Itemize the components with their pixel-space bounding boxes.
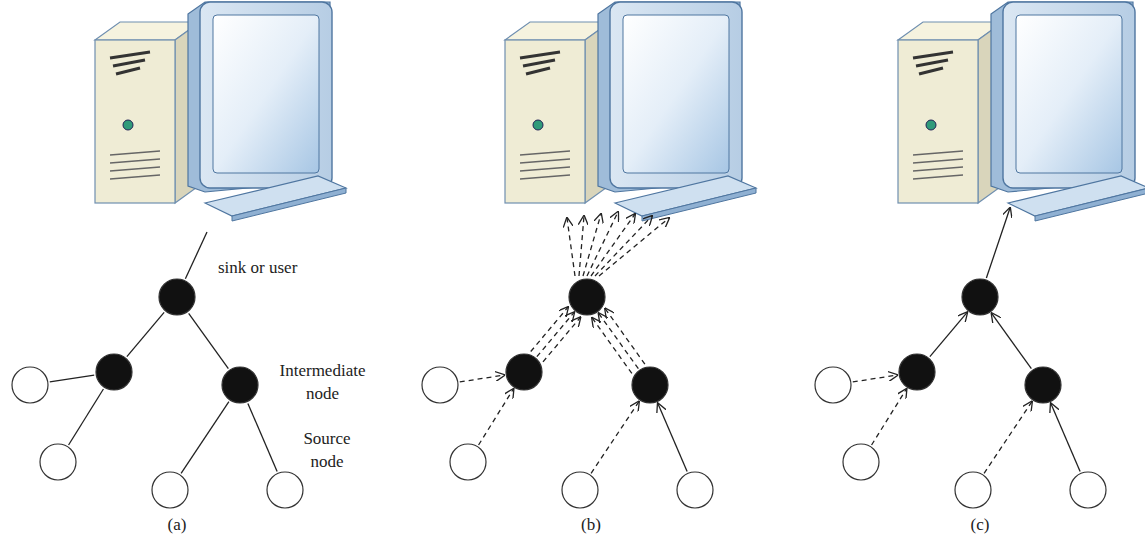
data-arrow: [599, 218, 669, 276]
data-arrow: [479, 389, 514, 445]
annotation-label: Intermediate node: [270, 360, 375, 406]
annotation-label: sink or user: [218, 257, 348, 280]
link-line: [50, 375, 94, 382]
source-node-circle: [843, 444, 879, 480]
data-arrow: [658, 403, 687, 471]
computer-sink: [505, 2, 756, 221]
source-node-circle: [1070, 472, 1106, 508]
data-arrow: [992, 313, 1032, 368]
data-arrow: [595, 216, 652, 276]
panel-a: [12, 2, 346, 508]
intermediate-node-circle: [159, 279, 195, 315]
source-node-circle: [12, 367, 48, 403]
data-arrow: [567, 218, 575, 276]
source-node-circle: [562, 472, 598, 508]
data-arrow: [537, 312, 574, 356]
annotation-label: Source node: [296, 428, 358, 474]
intermediate-node-circle: [899, 354, 935, 390]
data-arrow: [531, 307, 568, 351]
data-arrow: [460, 375, 504, 382]
data-arrow: [930, 312, 967, 356]
source-node-circle: [422, 367, 458, 403]
source-node-circle: [267, 472, 303, 508]
data-arrow: [605, 309, 645, 364]
computer-sink: [95, 2, 346, 221]
intermediate-node-circle: [962, 279, 998, 315]
intermediate-node-circle: [1025, 367, 1061, 403]
data-arrow: [1051, 403, 1080, 471]
panel-caption: (c): [955, 514, 1005, 537]
link-line: [185, 232, 207, 279]
panel-b: [422, 2, 756, 508]
source-node-circle: [450, 444, 486, 480]
computer-sink: [898, 2, 1145, 221]
data-arrow: [853, 375, 897, 382]
panel-caption: (a): [152, 514, 202, 537]
source-node-circle: [815, 367, 851, 403]
data-arrow: [872, 389, 907, 445]
intermediate-node-circle: [96, 354, 132, 390]
source-node-circle: [677, 472, 713, 508]
link-line: [189, 313, 229, 368]
data-arrow: [591, 214, 635, 276]
data-arrow: [599, 313, 639, 368]
panel-caption: (b): [566, 514, 616, 537]
intermediate-node-circle: [632, 367, 668, 403]
panel-c: [815, 2, 1145, 508]
link-line: [69, 389, 104, 445]
intermediate-node-circle: [506, 354, 542, 390]
source-node-circle: [152, 472, 188, 508]
data-arrow: [543, 317, 580, 361]
data-arrow: [984, 402, 1032, 474]
link-line: [127, 312, 164, 356]
data-arrow: [591, 402, 639, 474]
intermediate-node-circle: [569, 279, 605, 315]
data-arrow: [592, 318, 632, 373]
source-node-circle: [40, 444, 76, 480]
data-arrow: [986, 208, 1010, 278]
link-line: [248, 403, 277, 471]
link-line: [181, 402, 229, 474]
source-node-circle: [955, 472, 991, 508]
intermediate-node-circle: [222, 367, 258, 403]
data-arrow: [579, 216, 584, 276]
